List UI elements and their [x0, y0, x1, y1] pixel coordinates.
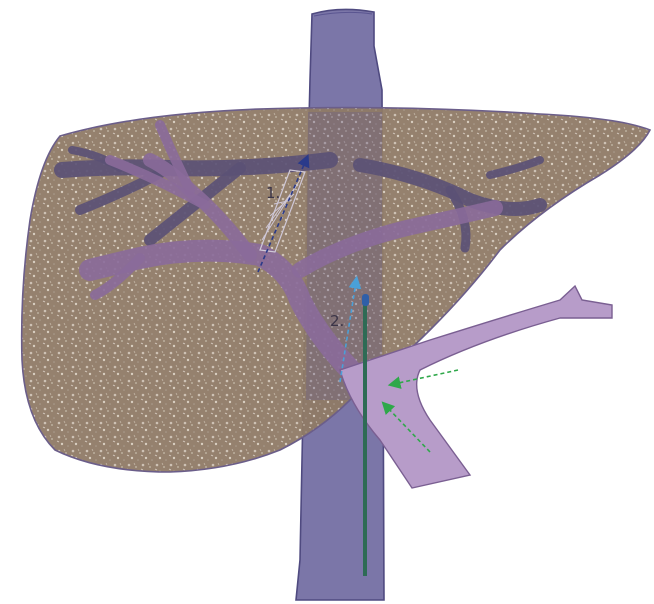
label-step-2: 2. [330, 312, 344, 330]
label-step-1: 1. [266, 184, 280, 202]
